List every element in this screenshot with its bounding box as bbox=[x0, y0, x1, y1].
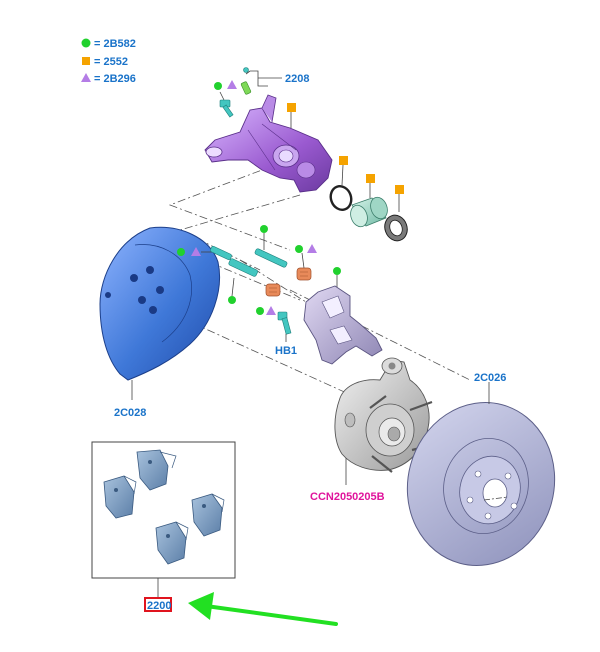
guide-pin-boot bbox=[265, 283, 281, 297]
legend: = 2B582 = 2552 = 2B296 bbox=[81, 38, 136, 85]
highlight-box bbox=[144, 597, 172, 612]
guide-pin bbox=[254, 248, 288, 268]
callout-hb1: HB1 bbox=[275, 345, 297, 357]
green-dot-icon bbox=[228, 296, 236, 304]
brake-pad bbox=[103, 475, 137, 519]
legend-item-2552: = 2552 bbox=[94, 56, 128, 68]
brake-caliper-housing bbox=[204, 94, 333, 193]
brake-pad bbox=[136, 449, 177, 491]
brake-dust-shield: 2C028 bbox=[99, 226, 221, 419]
callout-2c028: 2C028 bbox=[114, 407, 146, 419]
legend-item-2b296: = 2B296 bbox=[94, 73, 136, 85]
purple-triangle-icon bbox=[266, 306, 276, 315]
orange-square-icon bbox=[366, 174, 375, 183]
purple-triangle-icon bbox=[81, 73, 91, 82]
purple-triangle-icon bbox=[227, 80, 237, 89]
guide-pin-bolt bbox=[210, 245, 232, 261]
brake-piston bbox=[350, 204, 368, 228]
bleeder-screw-icon bbox=[240, 81, 252, 95]
caliper-guide-bolt bbox=[214, 80, 237, 118]
piston-seal-group bbox=[329, 156, 408, 242]
green-dot-icon bbox=[81, 38, 91, 48]
pointer-arrow bbox=[188, 592, 338, 626]
orange-square-icon bbox=[82, 57, 90, 65]
brake-rotor-disc: 2C026 bbox=[406, 372, 556, 566]
green-dot-icon bbox=[214, 82, 222, 90]
orange-square-icon bbox=[395, 185, 404, 194]
purple-triangle-icon bbox=[191, 247, 201, 256]
guide-pin bbox=[228, 258, 258, 277]
brake-pad bbox=[155, 521, 189, 565]
brake-pad-kit-box: 2200 bbox=[91, 441, 236, 612]
callout-2200: 2200 bbox=[147, 600, 171, 612]
hb1-bolt bbox=[281, 317, 292, 335]
guide-pin-boot bbox=[296, 267, 312, 281]
green-dot-icon bbox=[333, 267, 341, 275]
brake-pad bbox=[191, 493, 225, 537]
green-dot-icon bbox=[260, 225, 268, 233]
callout-2c026: 2C026 bbox=[474, 372, 506, 384]
orange-square-icon bbox=[339, 156, 348, 165]
guide-pins-group: HB1 bbox=[177, 225, 341, 357]
green-dot-icon bbox=[295, 245, 303, 253]
green-dot-icon bbox=[177, 248, 185, 256]
purple-triangle-icon bbox=[307, 244, 317, 253]
orange-square-icon bbox=[287, 103, 296, 112]
callout-2208: 2208 bbox=[285, 73, 309, 85]
wheel-hub-bearing: CCN2050205B bbox=[310, 357, 437, 503]
piston-seal-ring bbox=[329, 185, 353, 211]
bleeder-screw-group: 2208 bbox=[240, 67, 309, 95]
legend-item-2b582: = 2B582 bbox=[94, 38, 136, 50]
callout-ccn2050205b: CCN2050205B bbox=[310, 491, 385, 503]
green-dot-icon bbox=[256, 307, 264, 315]
bleeder-cap-icon bbox=[243, 67, 249, 73]
caliper-bracket bbox=[303, 285, 383, 365]
